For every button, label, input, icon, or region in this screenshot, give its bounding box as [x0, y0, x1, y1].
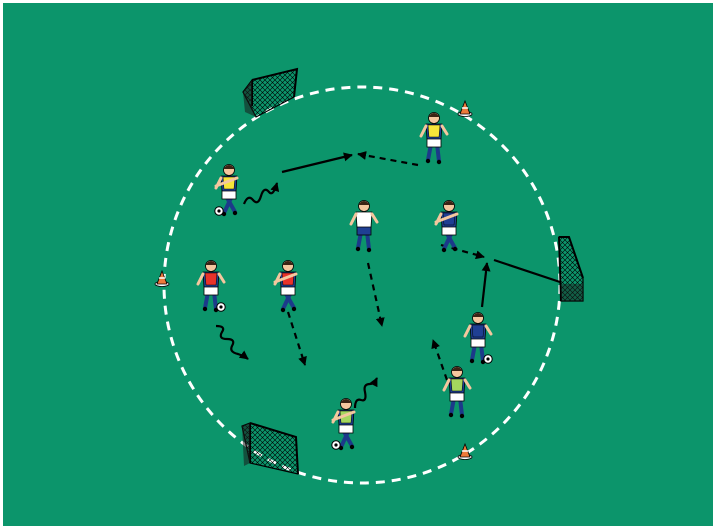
coach-center — [351, 201, 377, 253]
pass-arrow-right — [482, 263, 487, 307]
run-arrow-red-center — [288, 312, 305, 365]
player-blue-right — [436, 201, 457, 253]
player-yellow-ball — [215, 165, 237, 217]
dribble-arrow-green — [355, 378, 377, 408]
dribble-arrow-red — [216, 326, 248, 359]
dribble-arrow-yellow — [244, 183, 277, 204]
run-arrow-top-right — [358, 154, 418, 165]
run-arrow-green-right — [433, 340, 447, 380]
players-layer — [198, 113, 492, 451]
goal-bottom-left — [242, 423, 298, 474]
player-green-bottom — [332, 399, 354, 451]
player-red-center — [275, 261, 296, 313]
player-yellow-top — [421, 113, 447, 165]
player-red-left — [198, 261, 225, 313]
cone-left — [155, 271, 169, 287]
run-arrow-blue-right — [441, 245, 484, 257]
cone-top-right — [458, 101, 472, 117]
goal-right — [559, 237, 583, 301]
pass-arrow-top — [282, 155, 352, 172]
run-arrow-coach — [368, 263, 382, 326]
pass-arrow-to-goal — [494, 260, 560, 282]
playing-area-circle — [164, 87, 560, 483]
goal-top-left — [243, 69, 297, 117]
player-blue-ball — [465, 313, 492, 365]
player-green-right — [444, 367, 470, 419]
